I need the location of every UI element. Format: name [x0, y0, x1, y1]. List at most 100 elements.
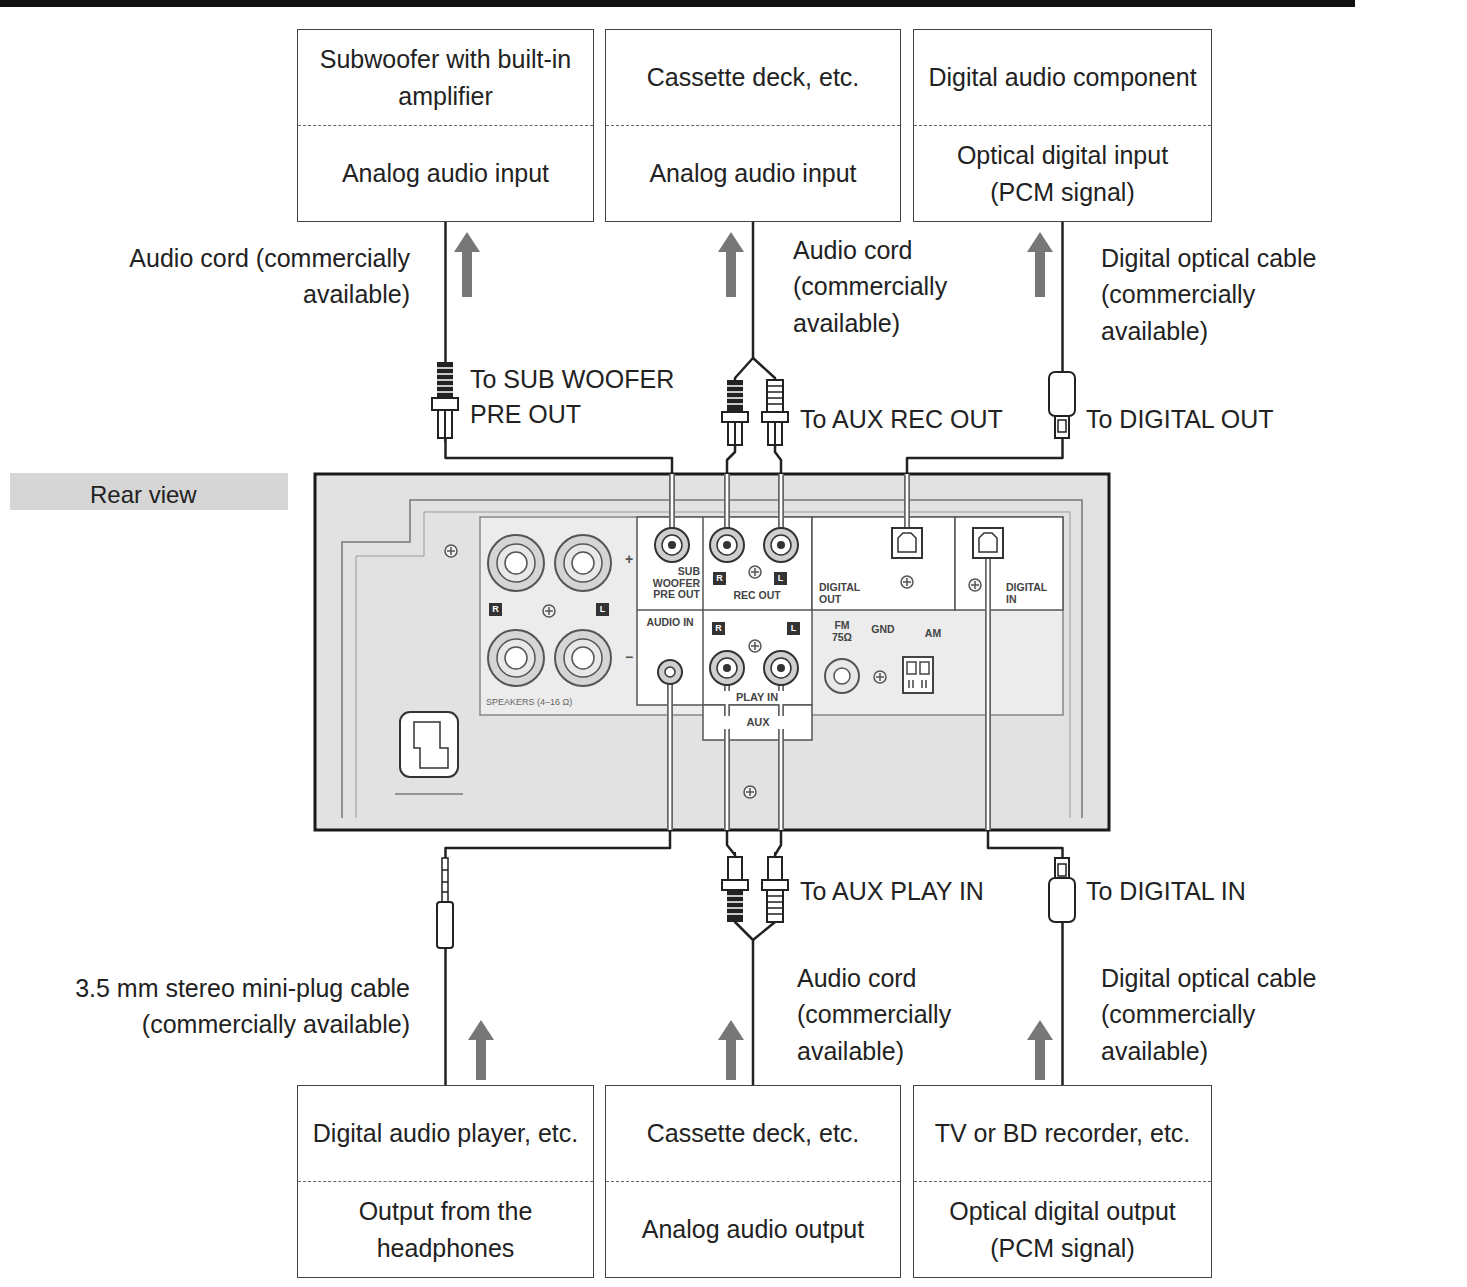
speaker-terminals-part [497, 639, 535, 677]
cable-label: 3.5 mm stereo mini-plug cable (commercia… [10, 970, 410, 1043]
antenna-terminals-part [903, 657, 933, 693]
rca-plug-part [444, 410, 446, 442]
rca-jacks-part [777, 541, 785, 549]
mini-plug [437, 858, 453, 948]
speaker-terminals-part [572, 552, 594, 574]
jack-panels-part [812, 517, 955, 610]
cable [988, 830, 1063, 1085]
arrow-head [718, 1020, 744, 1040]
connection-type: Optical digital input (PCM signal) [914, 126, 1211, 221]
jack-label: DIGITAL IN [1006, 582, 1060, 605]
arrow-shaft [476, 1039, 486, 1080]
arrow-head [1027, 1020, 1053, 1040]
rca-jacks-part [717, 658, 737, 678]
arrow-head [468, 1020, 494, 1040]
rca-jacks-part [771, 658, 791, 678]
inner-cable-part [670, 474, 988, 830]
device-box: TV or BD recorder, etc.Optical digital o… [913, 1085, 1212, 1278]
rca-plug-part [767, 386, 783, 404]
rca-jacks-part [723, 664, 731, 672]
mini-jack-part [658, 660, 682, 684]
polarity-mark: + [622, 552, 636, 566]
jack-label: AUX [718, 716, 798, 729]
optical-plug-part [1055, 858, 1069, 878]
jack-label: PLAY IN [722, 691, 792, 704]
device-box: Subwoofer with built-in amplifierAnalog … [297, 29, 594, 222]
mini-plug-part [442, 870, 448, 892]
top-rule [0, 0, 1355, 7]
antenna-terminals-part [909, 680, 926, 688]
rca-plug-part [727, 896, 743, 914]
cable-label: Digital optical cable (commercially avai… [1101, 240, 1356, 349]
connection-type: Analog audio output [606, 1182, 900, 1277]
jack-label: SUB WOOFER PRE OUT [638, 566, 700, 601]
inner-cable [670, 474, 988, 830]
plug-label: To DIGITAL IN [1086, 874, 1386, 909]
connection-type: Analog audio input [606, 126, 900, 221]
rca-jacks-part [764, 651, 798, 685]
speaker-terminals-part [555, 630, 611, 686]
cable [727, 222, 753, 474]
optical-plug-part [1058, 420, 1066, 432]
connection-type: Output from the headphones [298, 1182, 593, 1277]
rca-plug-part [727, 386, 743, 404]
rca-plug-part [768, 857, 782, 880]
power-cord-outlet-part [400, 712, 458, 777]
speaker-terminals-part [505, 552, 527, 574]
jack-panels-part [703, 705, 812, 740]
speaker-terminals-part [505, 647, 527, 669]
cable-label: Digital optical cable (commercially avai… [1101, 960, 1356, 1069]
speaker-terminals-part [555, 535, 611, 591]
speaker-terminals-part [497, 544, 535, 582]
optical-jacks [892, 528, 1003, 558]
rca-jacks-part [662, 535, 682, 555]
cable [446, 830, 671, 1085]
device-name: Digital audio player, etc. [298, 1086, 593, 1182]
rca-plug-part [767, 896, 783, 914]
optical-plug [1049, 372, 1075, 438]
optical-jacks-part [892, 528, 922, 558]
unit-rear-panel [315, 474, 1109, 830]
cable-connector [446, 830, 671, 1085]
speaker-terminals-part [564, 639, 602, 677]
rca-jacks-part [710, 528, 744, 562]
arrow-head [454, 232, 480, 252]
speaker-label: SPEAKERS (4–16 Ω) [486, 697, 634, 708]
cable-label: Audio cord (commercially available) [797, 960, 987, 1069]
antenna-terminals-part [907, 662, 916, 674]
rca-plug-part [767, 380, 783, 412]
rca-plug [432, 362, 458, 442]
rca-plug-part [767, 890, 783, 922]
optical-plug-part [1055, 416, 1069, 438]
mini-jack [658, 660, 682, 684]
cable-label: Audio cord (commercially available) [793, 232, 983, 341]
rca-jacks-part [777, 664, 785, 672]
rca-jacks-part [655, 528, 689, 562]
antenna-terminals-part [825, 659, 859, 693]
rca-jacks-part [723, 541, 731, 549]
arrow-shaft [726, 1039, 736, 1080]
jack-label: GND [864, 624, 902, 636]
rca-plug [722, 380, 788, 448]
speaker-terminals-part [564, 544, 602, 582]
device-box: Digital audio componentOptical digital i… [913, 29, 1212, 222]
jack-label: REC OUT [722, 590, 792, 602]
device-box: Cassette deck, etc.Analog audio input [605, 29, 901, 222]
jack-panels-part [637, 517, 812, 705]
inner-cable-part [670, 474, 988, 830]
arrow-head [1027, 232, 1053, 252]
cable-connector [446, 222, 673, 474]
plug-label: To AUX REC OUT [800, 402, 1040, 437]
channel-badge: R [489, 603, 502, 616]
channel-badge: L [787, 622, 800, 635]
jack-panels-part [955, 517, 1063, 610]
rca-plug [722, 852, 788, 922]
rca-plug-part [774, 422, 776, 448]
plug-label: To DIGITAL OUT [1086, 402, 1386, 437]
arrow-shaft [1035, 1039, 1045, 1080]
power-cord-outlet [395, 712, 463, 794]
mini-jack-part [665, 667, 675, 677]
unit-rear-panel-part [315, 474, 1109, 830]
